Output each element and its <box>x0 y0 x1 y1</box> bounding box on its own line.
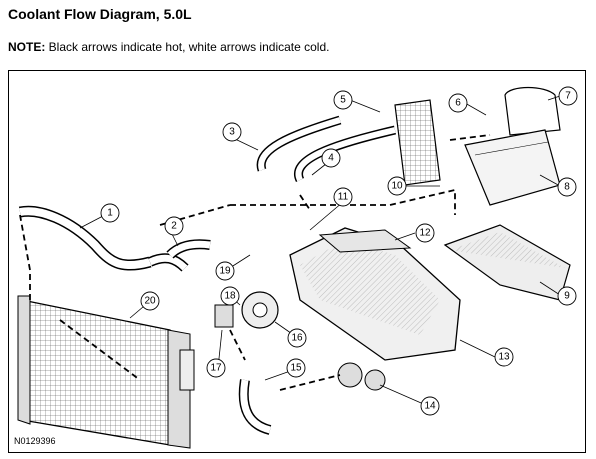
callout-13: 13 <box>498 352 510 363</box>
callout-3: 3 <box>229 127 235 138</box>
heater-core <box>394 99 441 186</box>
callout-16: 16 <box>291 333 303 344</box>
callout-9: 9 <box>564 291 570 302</box>
callout-17: 17 <box>210 363 222 374</box>
figure-id: N0129396 <box>14 436 56 446</box>
degas-bottle <box>504 86 561 136</box>
lower-hose <box>147 239 211 272</box>
radiator <box>17 295 195 449</box>
page-title: Coolant Flow Diagram, 5.0L <box>8 6 192 22</box>
note-text: Black arrows indicate hot, white arrows … <box>45 40 330 54</box>
callout-6: 6 <box>455 98 461 109</box>
callout-8: 8 <box>564 182 570 193</box>
lower-radiator-hose <box>238 379 272 435</box>
callout-14: 14 <box>424 401 436 412</box>
oil-cooler <box>337 362 386 391</box>
callout-11: 11 <box>338 192 349 203</box>
note-label: NOTE: <box>8 40 46 54</box>
callout-20: 20 <box>144 296 156 307</box>
upper-radiator-hose <box>18 205 152 271</box>
engine-block <box>289 227 461 361</box>
callouts: 1 2 3 4 5 6 7 8 9 10 11 12 13 14 15 16 1… <box>79 86 578 416</box>
thermostat-housing <box>214 304 234 328</box>
callout-18: 18 <box>224 291 236 302</box>
callout-5: 5 <box>340 95 346 106</box>
callout-2: 2 <box>171 221 177 232</box>
callout-4: 4 <box>328 153 334 164</box>
callout-1: 1 <box>107 208 113 219</box>
callout-15: 15 <box>290 363 302 374</box>
cylinder-head-right <box>443 224 571 301</box>
callout-19: 19 <box>219 266 231 277</box>
air-cleaner-box <box>464 129 561 206</box>
water-pump <box>241 291 279 329</box>
callout-10: 10 <box>391 181 403 192</box>
heater-hoses <box>256 115 397 183</box>
callout-12: 12 <box>419 228 431 239</box>
note: NOTE: Black arrows indicate hot, white a… <box>8 40 329 54</box>
callout-7: 7 <box>565 91 571 102</box>
